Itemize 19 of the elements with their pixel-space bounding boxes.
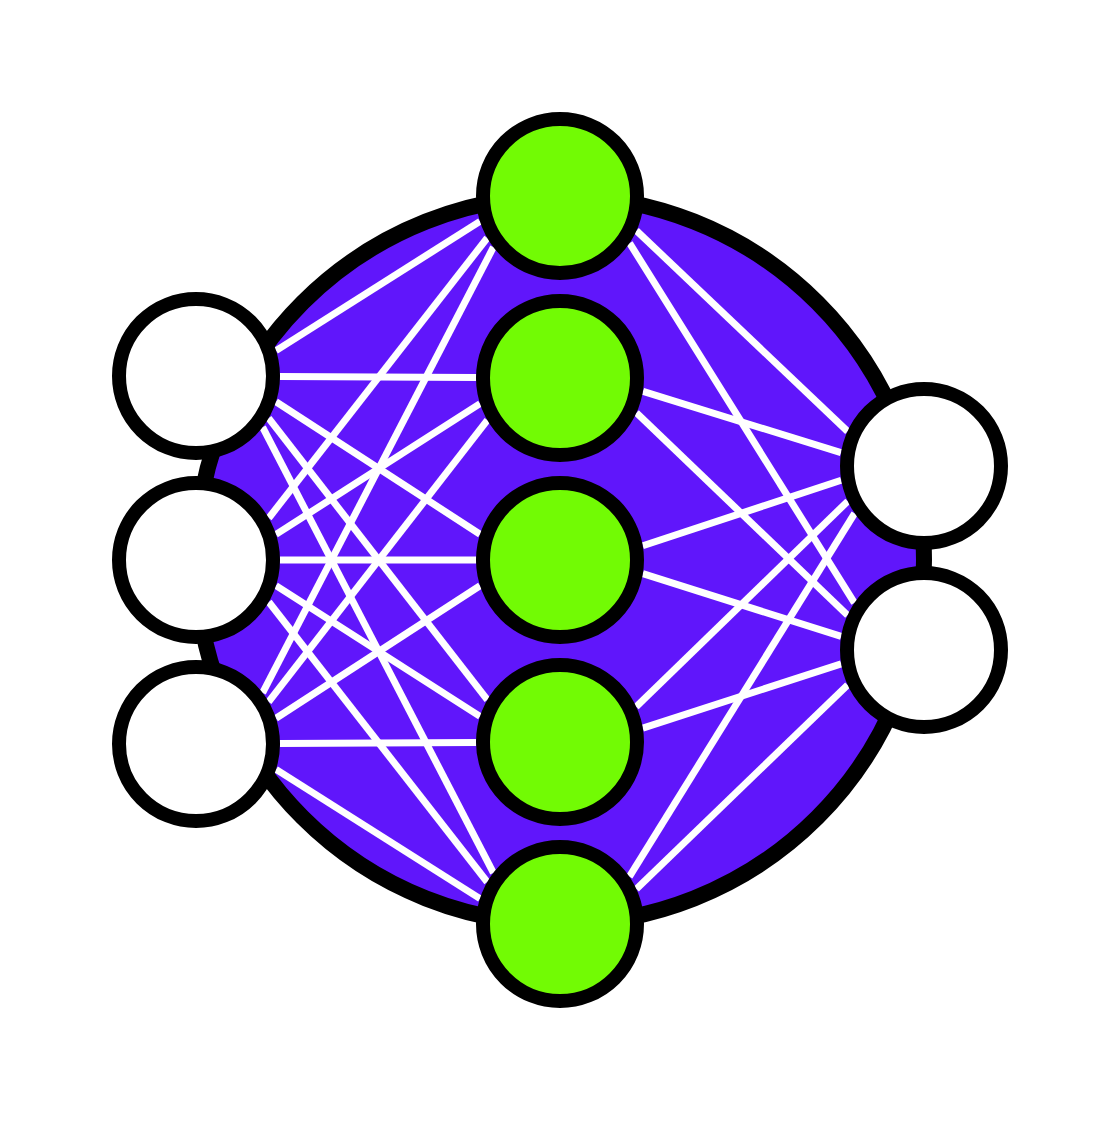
connection-line [266, 235, 490, 521]
connection-line [259, 425, 497, 875]
connection-line [641, 476, 843, 550]
connection-line [274, 218, 482, 354]
connection-line [641, 660, 843, 732]
connection-line [279, 738, 477, 748]
connection-line [633, 410, 851, 618]
connection-line [279, 372, 477, 382]
connection-line [641, 388, 843, 456]
connection-line [259, 245, 497, 695]
connection-line [633, 682, 851, 892]
connection-line [641, 570, 843, 640]
connection-line [634, 228, 850, 434]
connection-line [274, 766, 482, 902]
connection-line [280, 556, 476, 564]
connection-line [633, 498, 851, 710]
connection-line [266, 599, 490, 885]
connection-line [626, 511, 858, 879]
connection-line [626, 241, 858, 605]
